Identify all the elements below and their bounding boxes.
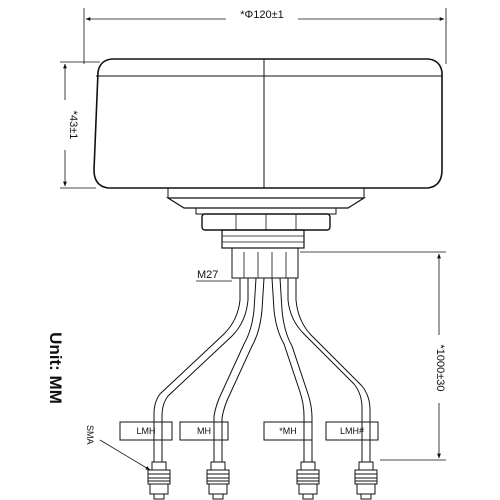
height-label: *43±1 (67, 111, 79, 140)
diameter-label: *Φ120±1 (240, 9, 284, 21)
cable-exit (231, 247, 299, 279)
sma-connector-3 (296, 461, 320, 500)
cable-tags: LMH MH *MH LMH# (119, 421, 379, 441)
cable-tag-3: *MH (279, 426, 297, 436)
cable-1 (153, 278, 241, 462)
cable-length-label: *1000±30 (434, 344, 446, 391)
sma-annotation: SMA (85, 425, 151, 471)
cables (153, 277, 371, 462)
sma-connector-4 (354, 461, 378, 500)
unit-label: Unit: MM (46, 332, 65, 404)
sma-connector-2 (206, 461, 230, 500)
cable-3 (271, 277, 305, 462)
sma-label: SMA (85, 425, 95, 445)
cable-2 (213, 277, 257, 462)
mounting-nut (195, 207, 337, 249)
cable-4-inner (295, 278, 371, 462)
thread-annotation: M27 (196, 269, 232, 282)
cable-tag-1: LMH (136, 426, 155, 436)
cable-tag-4: LMH# (340, 426, 364, 436)
cable-tag-2: MH (197, 426, 211, 436)
cable-length-dimension: *1000±30 (300, 251, 446, 461)
diameter-dimension: *Φ120±1 (83, 8, 447, 64)
cable-2-inner (221, 277, 265, 462)
cable-3-inner (279, 277, 313, 462)
sma-connector-1 (147, 461, 171, 500)
height-dimension: *43±1 (58, 61, 100, 189)
antenna-radome (93, 58, 443, 209)
sma-connectors (147, 461, 378, 500)
cable-4 (287, 278, 363, 462)
cable-1-inner (161, 278, 249, 462)
thread-label: M27 (197, 269, 218, 281)
